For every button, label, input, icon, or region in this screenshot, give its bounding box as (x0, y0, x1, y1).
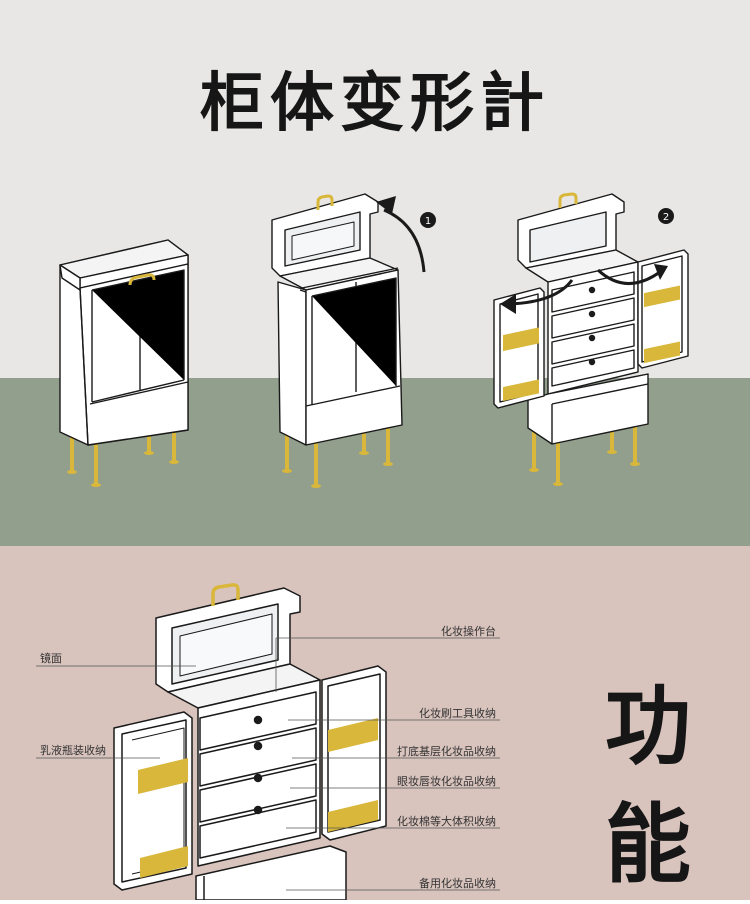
arrow-open-left-door-head (500, 294, 516, 314)
label-eye-lip: 眼妆唇妆化妆品收纳 (397, 775, 496, 788)
label-lotion: 乳液瓶装收纳 (40, 744, 106, 757)
cabinet-closed (59, 239, 189, 487)
step-2-marker (658, 208, 674, 224)
arrow-lift-lid-head (376, 196, 396, 214)
step-1-number: 1 (425, 216, 431, 227)
side-title: 功 能 (588, 668, 708, 904)
label-mirror: 镜面 (40, 652, 62, 665)
cabinet-fully-open (493, 192, 689, 486)
page-title: 柜体变形計 (200, 67, 550, 141)
label-foundation: 打底基层化妆品收纳 (397, 745, 496, 758)
side-title-line-2: 能 (605, 795, 691, 895)
cabinet-detail (113, 583, 387, 900)
side-title-line-1: 功 (605, 677, 691, 777)
arrow-open-left-door (509, 279, 574, 306)
step-1-marker (420, 212, 436, 228)
cabinet-lid-open (271, 193, 403, 488)
label-brush: 化妆刷工具收纳 (419, 707, 496, 720)
arrow-lift-lid (383, 208, 426, 273)
leader-lines (36, 637, 500, 891)
arrow-open-right-door-head (654, 264, 668, 280)
label-makeup-table: 化妆操作台 (441, 625, 496, 638)
label-large: 化妆棉等大体积收纳 (397, 815, 496, 828)
label-spare: 备用化妆品收纳 (419, 877, 496, 890)
step-2-number: 2 (663, 212, 669, 223)
arrow-open-right-door (596, 268, 661, 285)
